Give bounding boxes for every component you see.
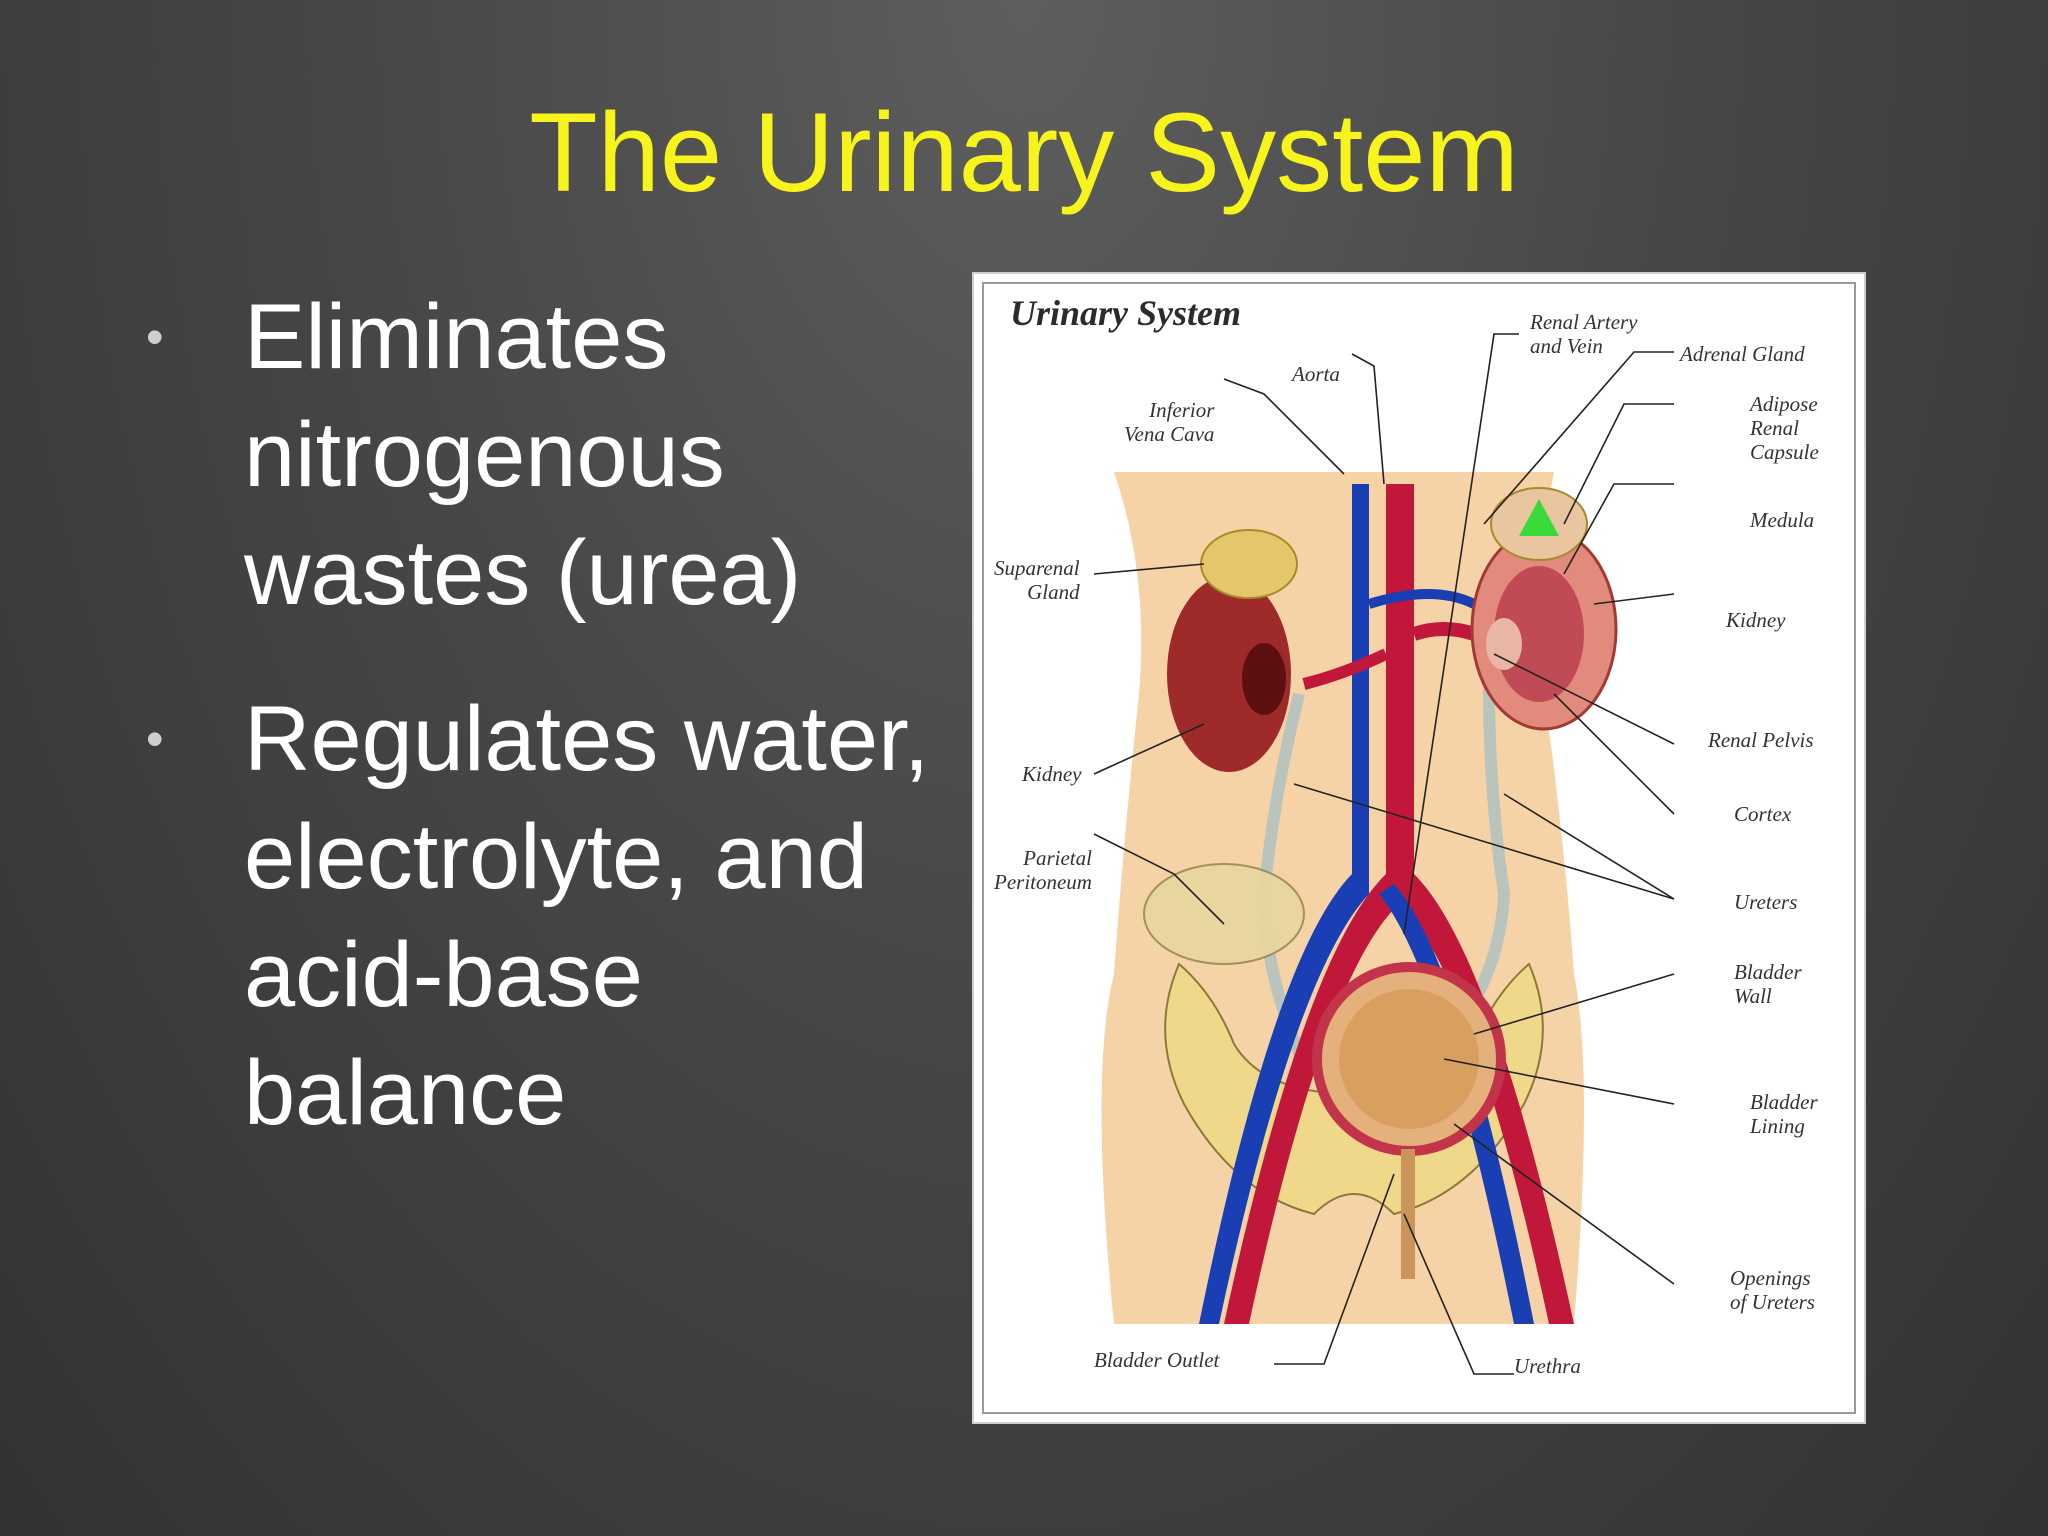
leader-lines — [1093, 333, 1675, 1375]
left-iliac-vein — [1379, 884, 1534, 1324]
urinary-system-diagram: Urinary System Aorta Renal Artery and Ve… — [972, 272, 1866, 1424]
bullet-text: Regulates water, electrolyte, and acid-b… — [244, 688, 930, 1144]
label-openings-of-ureters: Openings of Ureters — [1730, 1266, 1815, 1314]
urethra-tube — [1401, 1149, 1415, 1279]
bullet-icon: • — [146, 309, 164, 365]
label-adipose-renal-capsule: Adipose Renal Capsule — [1750, 392, 1819, 464]
left-renal-pelvis — [1486, 618, 1522, 670]
label-bladder-outlet: Bladder Outlet — [1094, 1348, 1220, 1372]
slide-title: The Urinary System — [529, 90, 1519, 215]
label-renal-pelvis: Renal Pelvis — [1708, 728, 1814, 752]
label-ureters: Ureters — [1734, 890, 1798, 914]
left-kidney-medulla — [1494, 566, 1584, 702]
diagram-frame — [982, 282, 1856, 1414]
renal-artery-left — [1411, 622, 1477, 641]
renal-vein-left — [1367, 589, 1477, 609]
suprarenal-gland — [1200, 529, 1298, 599]
diagram-art — [1093, 333, 1675, 1375]
label-adrenal-gland: Adrenal Gland — [1680, 342, 1805, 366]
bullet-text: Eliminates nitrogenous wastes (urea) — [244, 286, 802, 624]
label-parietal-peritoneum: Parietal Peritoneum — [994, 846, 1092, 894]
right-kidney — [1167, 576, 1291, 772]
right-kidney-hilum — [1242, 643, 1286, 715]
bullet-list: • Eliminates nitrogenous wastes (urea) •… — [140, 278, 970, 1200]
label-medula: Medula — [1750, 508, 1815, 532]
bullet-item: • Regulates water, electrolyte, and acid… — [140, 680, 970, 1152]
label-urethra: Urethra — [1514, 1354, 1581, 1378]
label-inferior-vena-cava: Inferior Vena Cava — [1124, 398, 1215, 446]
label-renal-artery-vein: Renal Artery and Vein — [1530, 310, 1638, 358]
label-bladder-lining: Bladder Lining — [1750, 1090, 1818, 1138]
label-bladder-wall: Bladder Wall — [1734, 960, 1802, 1008]
label-suparenal-gland: Suparenal Gland — [994, 556, 1080, 604]
adrenal-gland-highlight — [1519, 499, 1559, 536]
diagram-title: Urinary System — [1010, 293, 1242, 333]
bullet-icon: • — [146, 711, 164, 767]
label-kidney-left: Kidney — [1726, 608, 1786, 632]
label-kidney-right: Kidney — [1022, 762, 1082, 786]
bullet-item: • Eliminates nitrogenous wastes (urea) — [140, 278, 970, 632]
renal-artery-right — [1302, 648, 1389, 690]
label-cortex: Cortex — [1734, 802, 1792, 826]
bladder-lining — [1339, 989, 1479, 1129]
label-aorta: Aorta — [1292, 362, 1340, 386]
inferior-vena-cava — [1199, 484, 1369, 1324]
parietal-peritoneum — [1143, 863, 1305, 965]
